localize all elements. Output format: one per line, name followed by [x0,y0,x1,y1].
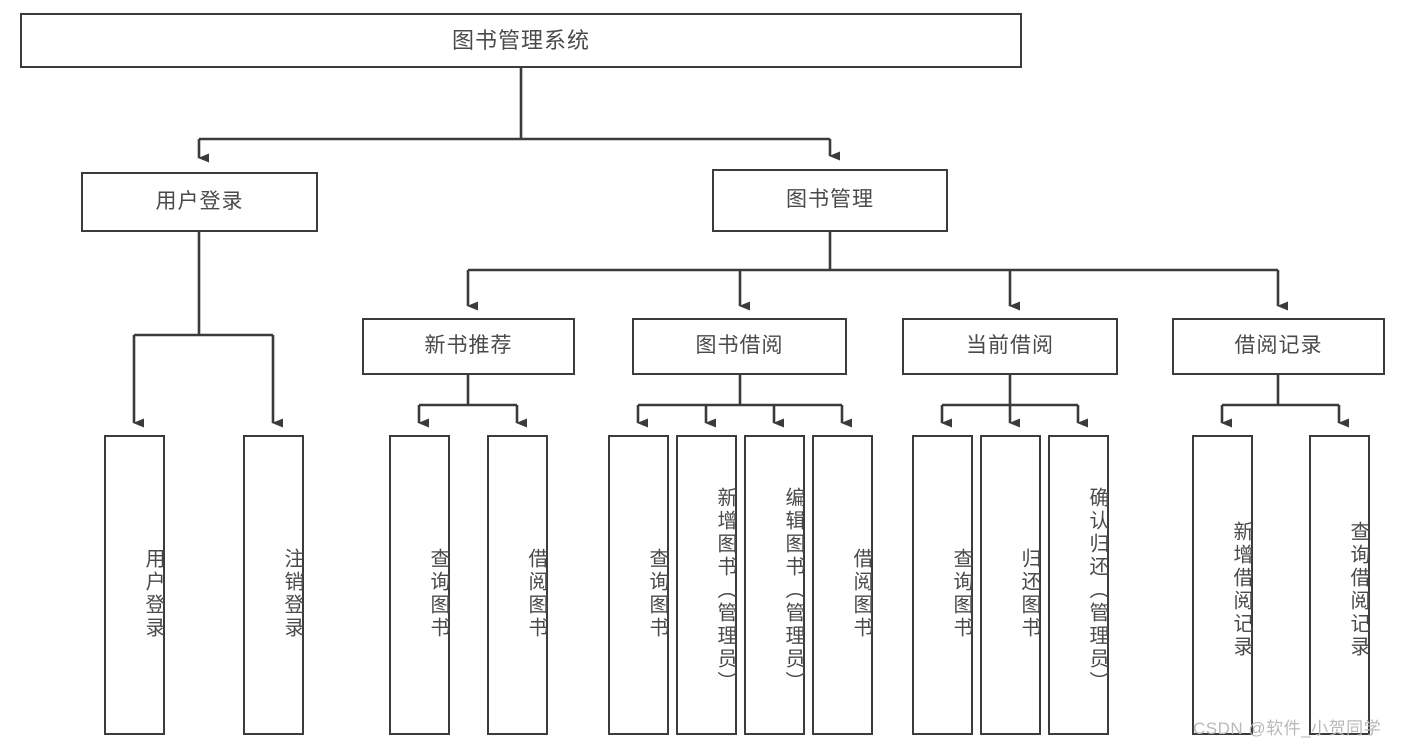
node-user-login[interactable]: 用户登录 [81,172,318,232]
leaf-cb-confirm-return-label: 确认归还（管理员） [1086,486,1108,694]
leaf-nb-borrow-book-label: 借阅图书 [525,548,547,640]
leaf-br-add-record[interactable]: 新增借阅记录 [1192,435,1253,735]
leaf-cb-return-book[interactable]: 归还图书 [980,435,1041,735]
leaf-user-login[interactable]: 用户登录 [104,435,165,735]
node-root[interactable]: 图书管理系统 [20,13,1022,68]
node-book-borrow[interactable]: 图书借阅 [632,318,847,375]
leaf-cb-query-book[interactable]: 查询图书 [912,435,973,735]
node-current-borrow[interactable]: 当前借阅 [902,318,1118,375]
leaf-user-login-label: 用户登录 [142,548,164,640]
leaf-br-query-record-label: 查询借阅记录 [1347,521,1369,659]
leaf-logout[interactable]: 注销登录 [243,435,304,735]
leaf-nb-query-book-label: 查询图书 [427,548,449,640]
leaf-cb-query-book-label: 查询图书 [950,548,972,640]
leaf-bb-borrow-book-label: 借阅图书 [850,548,872,640]
leaf-br-add-record-label: 新增借阅记录 [1230,521,1252,659]
node-book-manage-label: 图书管理 [786,188,874,212]
leaf-bb-edit-book[interactable]: 编辑图书（管理员） [744,435,805,735]
csdn-watermark: CSDN @软件_小贺同学 [1193,719,1382,738]
leaf-bb-add-book[interactable]: 新增图书（管理员） [676,435,737,735]
leaf-cb-return-book-label: 归还图书 [1018,548,1040,640]
node-borrow-record-label: 借阅记录 [1234,334,1323,358]
leaf-bb-borrow-book[interactable]: 借阅图书 [812,435,873,735]
leaf-br-query-record[interactable]: 查询借阅记录 [1309,435,1370,735]
leaf-bb-edit-book-label: 编辑图书（管理员） [782,486,804,694]
leaf-bb-add-book-label: 新增图书（管理员） [714,486,736,694]
node-book-borrow-label: 图书借阅 [695,334,784,358]
node-borrow-record[interactable]: 借阅记录 [1172,318,1385,375]
node-new-book-recommend[interactable]: 新书推荐 [362,318,575,375]
node-current-borrow-label: 当前借阅 [966,334,1054,358]
leaf-logout-label: 注销登录 [281,548,303,640]
leaf-bb-query-book-label: 查询图书 [646,548,668,640]
leaf-bb-query-book[interactable]: 查询图书 [608,435,669,735]
node-root-label: 图书管理系统 [451,27,590,53]
leaf-nb-query-book[interactable]: 查询图书 [389,435,450,735]
node-user-login-label: 用户登录 [155,189,244,213]
node-book-manage[interactable]: 图书管理 [712,169,948,232]
leaf-nb-borrow-book[interactable]: 借阅图书 [487,435,548,735]
leaf-cb-confirm-return[interactable]: 确认归还（管理员） [1048,435,1109,735]
node-new-book-recommend-label: 新书推荐 [424,334,513,358]
